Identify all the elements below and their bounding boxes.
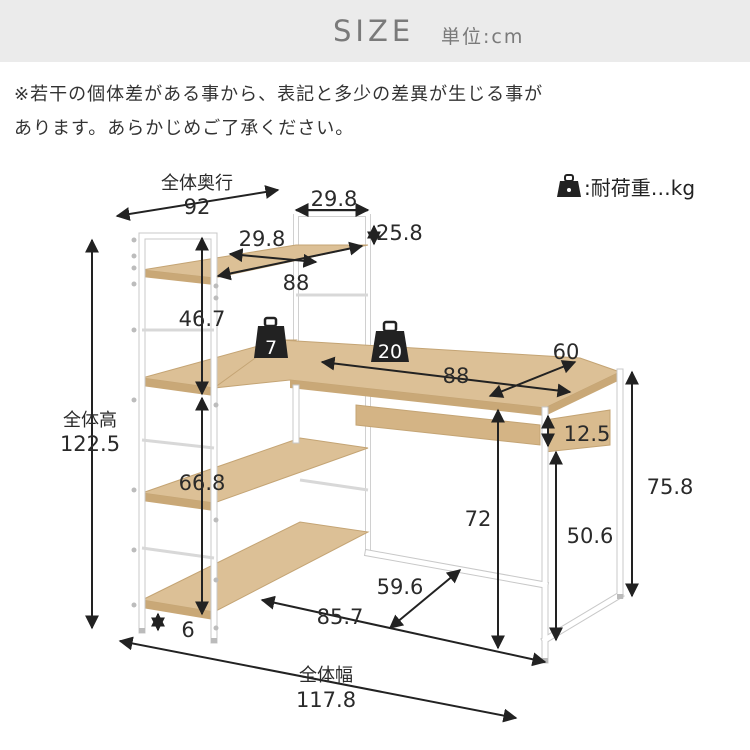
shelf-load-weight: 7 <box>254 316 288 359</box>
header-unit: 単位:cm <box>441 26 525 48</box>
total-width-label: 全体幅 <box>299 665 353 686</box>
upper-shelf-height-value: 46.7 <box>179 307 226 331</box>
lower-shelf-depth-value: 59.6 <box>377 575 424 599</box>
top-shelf-length-value: 88 <box>283 271 310 295</box>
note-line-2: あります。あらかじめご了承ください。 <box>14 118 355 139</box>
total-depth-arrow <box>115 185 280 221</box>
top-shelf-inner-depth-value: 29.8 <box>239 227 286 251</box>
drawer-height-value: 12.5 <box>564 422 611 446</box>
lower-shelf-height-value: 66.8 <box>179 471 226 495</box>
lower-shelf <box>141 437 369 504</box>
total-width-value: 117.8 <box>296 688 356 712</box>
desk-width-value: 88 <box>443 364 470 388</box>
desk-height-value: 75.8 <box>647 475 694 499</box>
load-legend: :耐荷重…kg <box>556 172 695 203</box>
header-bar: SIZE 単位:cm <box>0 0 750 62</box>
inner-desk-height-value: 72 <box>465 507 492 531</box>
total-depth-label: 全体奥行 <box>161 173 233 194</box>
legend-text: :耐荷重…kg <box>584 176 696 200</box>
header-title: SIZE <box>333 14 415 48</box>
top-shelf-depth-value: 29.8 <box>311 187 358 211</box>
floor-clearance-value: 6 <box>181 618 194 642</box>
shelf-load-value: 7 <box>265 337 277 359</box>
desk-depth-arrow <box>488 360 577 398</box>
desk-load-weight: 20 <box>371 320 409 363</box>
under-desk-height-value: 50.6 <box>567 524 614 548</box>
total-height-label: 全体高 <box>63 410 117 431</box>
total-depth-value: 92 <box>184 195 211 219</box>
bottom-length-arrow <box>260 595 547 667</box>
bottom-shelf-length-value: 85.7 <box>317 605 364 629</box>
total-width-arrow <box>118 636 518 723</box>
desk-depth-value: 60 <box>553 340 580 364</box>
top-length-arrow <box>216 241 364 281</box>
bottom-shelf <box>140 521 370 613</box>
top-shelf-width-value: 25.8 <box>376 221 423 245</box>
desk-top-side <box>545 372 620 416</box>
note-line-1: ※若干の個体差がある事から、表記と多少の差異が生じる事が <box>14 84 544 105</box>
weight-icon <box>556 174 582 203</box>
total-height-value: 122.5 <box>60 432 120 456</box>
desk-load-value: 20 <box>378 341 402 363</box>
